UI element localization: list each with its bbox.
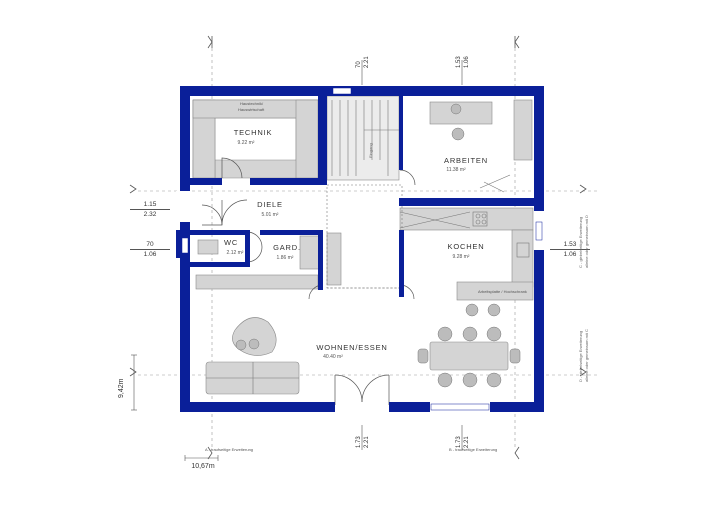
stair-cabinet <box>326 232 342 286</box>
note-bottom-right: B - traufseitige Erweiterung <box>449 447 498 452</box>
kitchen-island <box>456 281 534 301</box>
room-diele-name: DIELE <box>257 200 283 209</box>
fixture-details <box>206 100 530 394</box>
dimension-lines <box>131 60 463 461</box>
room-gard-name: GARD. <box>273 243 301 252</box>
stair-label: Eingang <box>368 143 373 158</box>
room-wohnen-name: WOHNEN/ESSEN <box>316 343 388 352</box>
room-wc-name: WC <box>223 238 239 247</box>
note-right-lower-2: alleine oder gemeinsam mit C <box>584 329 589 382</box>
dim-width: 10,67m <box>191 463 215 470</box>
section-markers <box>129 35 587 460</box>
technik-note-2: Hauswirtschaft <box>238 107 265 112</box>
wc-sink <box>197 239 219 255</box>
room-arbeiten-area: 11.38 m² <box>446 167 466 173</box>
walls <box>176 86 544 412</box>
shelf <box>513 99 533 161</box>
room-wohnen-area: 40.40 m² <box>323 354 343 360</box>
note-right-lower-1: D - giebelseitige Erweiterung <box>578 330 583 382</box>
room-wc-area: 2.12 m² <box>226 250 244 256</box>
technik-cabinets-right <box>295 99 319 179</box>
doors <box>201 157 416 405</box>
room-kochen-name: KOCHEN <box>447 242 485 251</box>
sideboard <box>195 274 319 290</box>
technik-note-1: Haustechnik/ <box>240 101 264 106</box>
room-gard-area: 1.86 m² <box>276 255 294 261</box>
room-technik-name: TECHNIK <box>233 128 273 137</box>
dim-height: 9,42m <box>118 378 125 398</box>
wardrobe <box>299 235 321 270</box>
room-diele-area: 5.01 m² <box>261 212 279 218</box>
dining-table <box>429 341 509 371</box>
windows <box>181 87 543 411</box>
desk <box>429 101 493 125</box>
dining-chairs <box>235 103 521 388</box>
note-right-upper-2: alleine oder gemeinsam mit D <box>584 215 589 268</box>
note-bottom-left: A - traufseitige Erweiterung <box>205 447 254 452</box>
kitchen-counter-right <box>511 229 534 288</box>
room-arbeiten-name: ARBEITEN <box>444 156 488 165</box>
room-technik-area: 9.22 m² <box>237 140 255 146</box>
note-right-upper-1: C - giebelseitige Erweiterung <box>578 216 583 268</box>
room-kochen-area: 9.28 m² <box>452 254 470 260</box>
counter-note: Arbeitsplatte / Hochschrank <box>478 289 527 294</box>
coffee-table <box>232 317 277 356</box>
kitchen-counter-top <box>399 207 534 231</box>
